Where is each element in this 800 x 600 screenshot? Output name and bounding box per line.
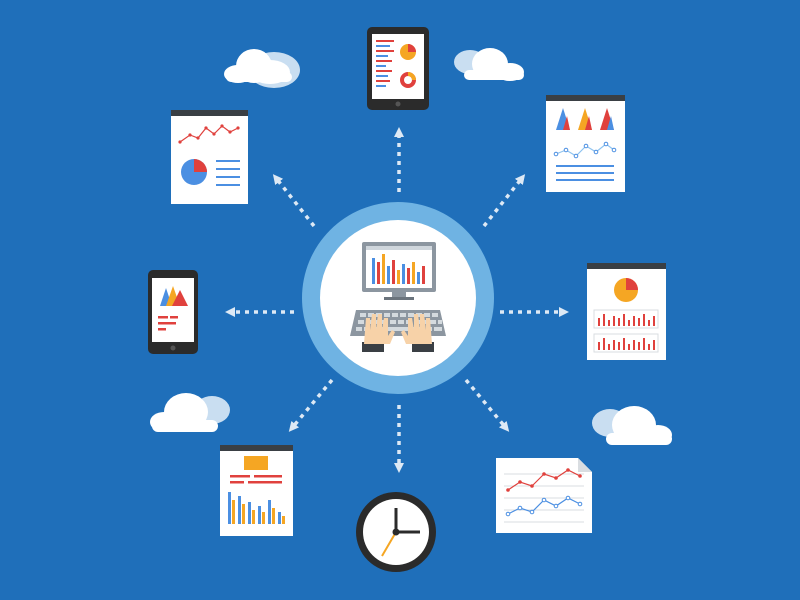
document-triangle-chart-icon (546, 95, 625, 192)
cloud-icon (592, 406, 672, 445)
hand-left-icon (362, 314, 395, 352)
computer-monitor-keyboard-hands-icon (350, 242, 446, 352)
arrow-down-right (464, 378, 510, 432)
smartphone-icon (148, 270, 198, 354)
arrow-up-left (272, 174, 316, 228)
cloud-icon (224, 49, 300, 88)
cloud-icon (454, 48, 524, 81)
hand-right-icon (401, 314, 434, 352)
document-bar-chart-icon (220, 445, 293, 536)
document-line-chart-icon (496, 458, 592, 533)
central-hub (302, 202, 494, 394)
document-pie-bar-icon (587, 263, 666, 360)
arrow-down-left (288, 378, 334, 432)
cloud-icon (150, 393, 230, 432)
tablet-icon (367, 27, 429, 110)
connector-arrows (225, 127, 569, 473)
document-pie-line-icon (171, 110, 248, 204)
arrow-up-right (482, 174, 526, 228)
clock-icon (356, 492, 436, 572)
